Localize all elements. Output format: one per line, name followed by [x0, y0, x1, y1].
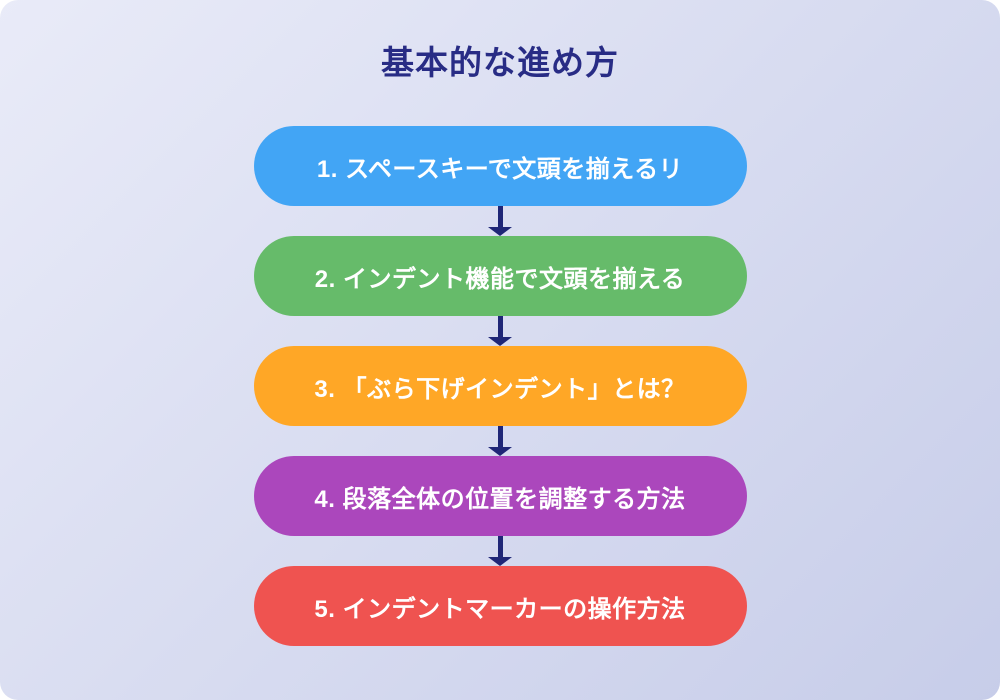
down-arrow-stem: [497, 316, 503, 337]
step-pill-3: 3. 「ぶら下げインデント」とは？: [253, 346, 747, 426]
down-arrow-icon: [254, 206, 747, 236]
down-arrow-icon: [254, 536, 747, 566]
step-pill-2: 2. インデント機能で文頭を揃える: [253, 236, 747, 316]
down-arrow-icon: [254, 426, 747, 456]
down-arrow-head: [488, 337, 512, 346]
down-arrow-stem: [497, 206, 503, 227]
down-arrow-head: [488, 227, 512, 236]
diagram-title: 基本的な進め方: [381, 44, 619, 81]
step-pill-5: 5. インデントマーカーの操作方法: [253, 566, 747, 646]
down-arrow-icon: [254, 316, 747, 346]
down-arrow-head: [488, 447, 512, 456]
flow-column: 1. スペースキーで文頭を揃えるリ 2. インデント機能で文頭を揃える 3. 「…: [253, 126, 747, 646]
down-arrow-stem: [497, 536, 503, 557]
step-pill-4: 4. 段落全体の位置を調整する方法: [253, 456, 747, 536]
step-pill-1: 1. スペースキーで文頭を揃えるリ: [253, 126, 747, 206]
down-arrow-stem: [497, 426, 503, 447]
down-arrow-head: [488, 557, 512, 566]
